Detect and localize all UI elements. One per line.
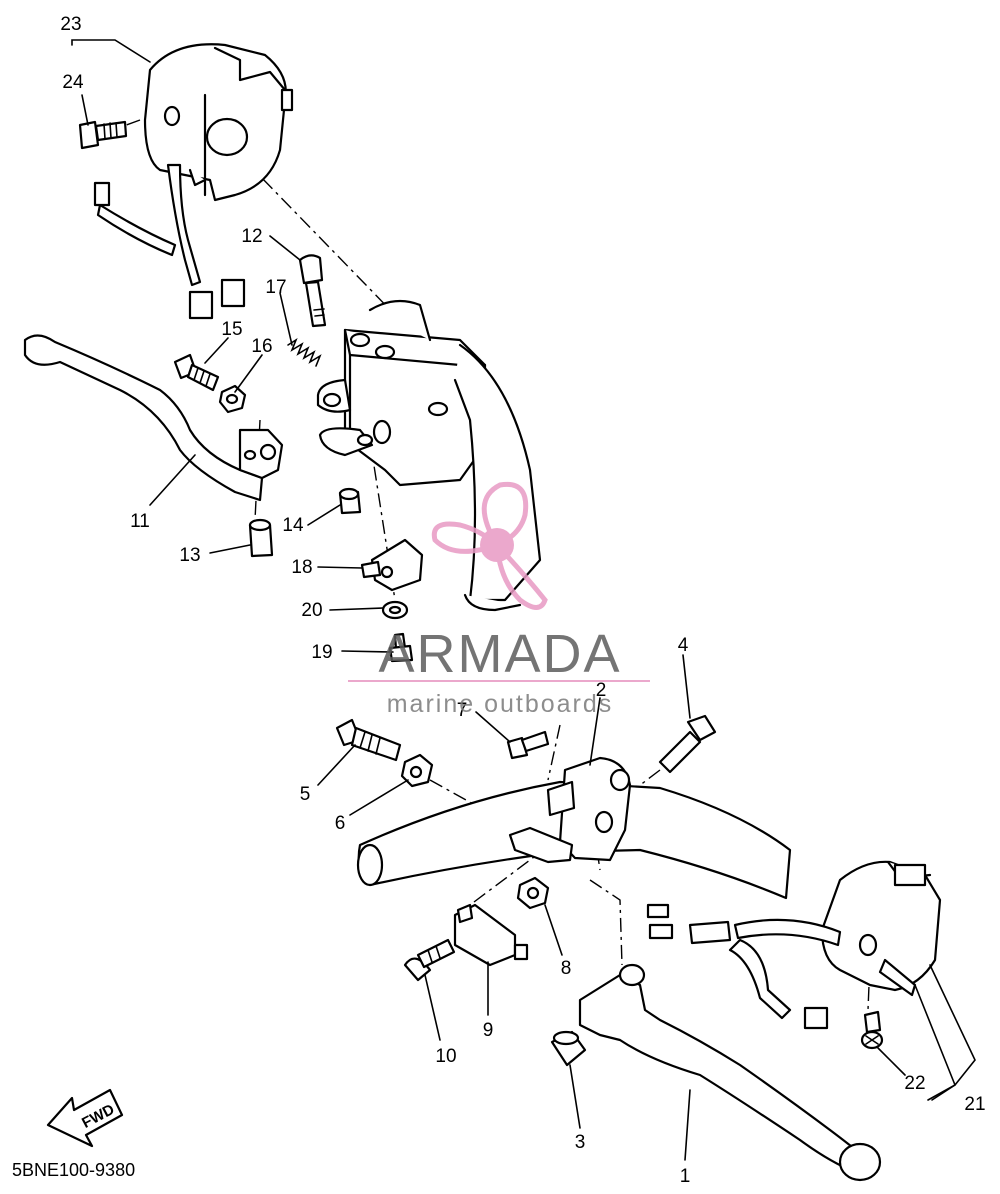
callout-2: 2 [596,680,607,701]
callout-22: 22 [904,1073,925,1094]
callout-12: 12 [241,226,262,247]
callout-15: 15 [221,319,242,340]
callout-6: 6 [335,813,346,834]
clutch-lever-1 [578,963,882,1182]
watermark-brand: ARMADA [378,624,621,684]
callout-10: 10 [435,1046,456,1067]
screw-24 [78,120,128,150]
screw-19 [388,632,414,663]
propeller-logo-icon [431,481,548,610]
bushing-14 [338,487,362,515]
nut-16 [218,384,247,414]
leader-lines [71,39,976,1161]
screw-7 [506,730,550,760]
bolt-4 [658,714,717,774]
spring-17 [287,338,322,367]
callouts: 23 24 12 17 15 16 11 14 13 18 20 19 4 2 … [60,14,985,1187]
brake-switch-18 [360,538,424,592]
master-cylinder [316,299,542,612]
callout-13: 13 [179,545,200,566]
callout-14: 14 [282,515,304,536]
watermark-tagline: marine outboards [387,690,614,718]
collar-3 [550,1030,587,1067]
bolt-5 [335,718,402,762]
callout-1: 1 [680,1166,691,1187]
callout-24: 24 [62,72,84,93]
callout-17: 17 [265,277,286,298]
callout-5: 5 [300,784,311,805]
brake-lever-11 [23,334,284,502]
nut-8 [516,876,550,910]
bolt-12 [298,254,327,328]
callout-4: 4 [678,635,689,656]
callout-7: 7 [457,700,468,721]
callout-18: 18 [291,557,312,578]
bolt-15 [173,353,220,392]
collar-13 [248,518,274,558]
clutch-switch-9 [453,903,529,967]
lever-bracket-2 [508,756,632,864]
screw-10 [403,938,456,982]
callout-9: 9 [483,1020,494,1041]
callout-19: 19 [311,642,332,663]
left-handlebar-switch [93,43,294,320]
callout-23: 23 [60,14,81,35]
diagram-code: 5BNE100-9380 [12,1160,135,1180]
right-handlebar-switch [646,860,942,1030]
nut-6 [400,753,434,788]
callout-16: 16 [251,336,272,357]
screw-22 [860,1010,884,1050]
callout-3: 3 [575,1132,586,1153]
callout-21: 21 [964,1094,985,1115]
armada-watermark: ARMADA marine outboards [348,481,650,718]
watermark-rule [348,680,650,682]
callout-20: 20 [301,600,322,621]
callout-8: 8 [561,958,572,979]
washer-20 [381,600,409,620]
fwd-arrow: FWD [46,1088,124,1148]
callout-11: 11 [130,511,150,532]
